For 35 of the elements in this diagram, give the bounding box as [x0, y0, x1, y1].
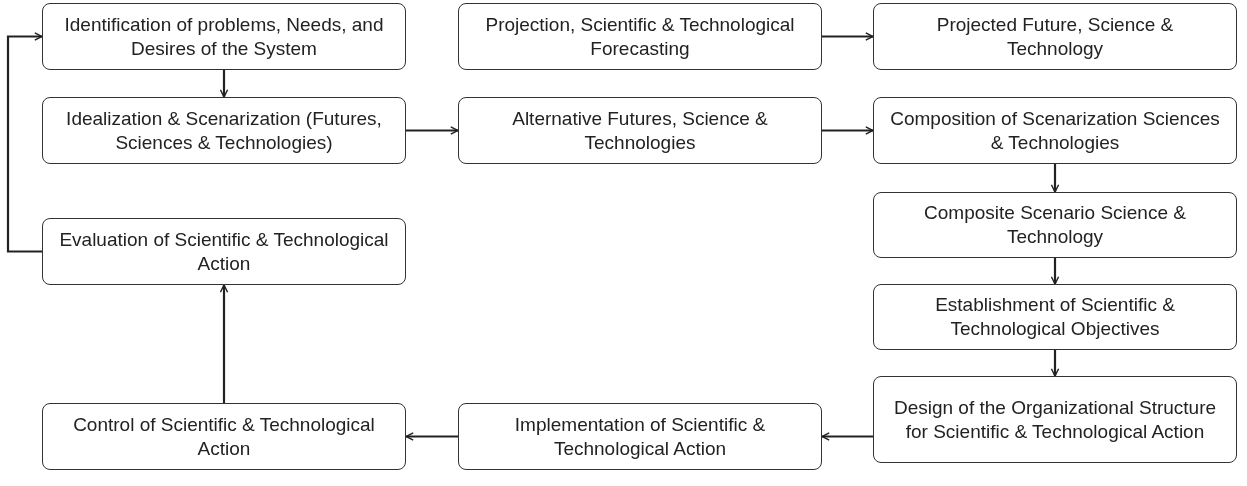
arrow	[1050, 164, 1060, 193]
box-label: Composition of Scenarization Sciences & Technologies	[889, 106, 1221, 155]
box-label: Design of the Organizational Structure for Scientific & Technological Action	[892, 395, 1218, 444]
arrow	[821, 432, 873, 441]
arrow	[822, 126, 874, 135]
box-label: Establishment of Scientific & Technological Objectives	[934, 293, 1176, 341]
arrow	[405, 432, 458, 441]
box-label: Identification of problems, Needs, and Desires of the System	[63, 12, 385, 61]
process-box	[42, 97, 406, 164]
arrow	[6, 32, 43, 253]
box-label: Idealization & Scenarization (Futures, Sciences & Technologies)	[65, 106, 383, 155]
arrow	[1050, 350, 1060, 377]
process-box	[873, 97, 1237, 164]
arrow	[406, 126, 459, 135]
process-box	[458, 403, 822, 470]
process-box	[42, 218, 406, 285]
process-box	[458, 97, 822, 164]
process-box	[873, 376, 1237, 463]
process-box	[42, 403, 406, 470]
box-label: Composite Scenario Science & Technology	[923, 201, 1187, 249]
arrow	[1050, 258, 1060, 285]
box-label: Evaluation of Scientific & Technological Action	[58, 227, 390, 276]
box-label: Projection, Scientific & Technological Forecasting	[484, 12, 796, 61]
box-label: Control of Scientific & Technological Action	[72, 412, 376, 461]
arrow	[822, 32, 874, 41]
process-box	[873, 3, 1237, 70]
arrow	[219, 70, 229, 98]
box-label: Alternative Futures, Science & Technologies	[511, 106, 769, 155]
process-box	[42, 3, 406, 70]
process-box	[873, 192, 1237, 258]
arrow	[219, 284, 229, 403]
process-box	[873, 284, 1237, 350]
box-label: Projected Future, Science & Technology	[935, 12, 1175, 61]
process-box	[458, 3, 822, 70]
box-label: Implementation of Scientific & Technological Action	[513, 412, 767, 461]
